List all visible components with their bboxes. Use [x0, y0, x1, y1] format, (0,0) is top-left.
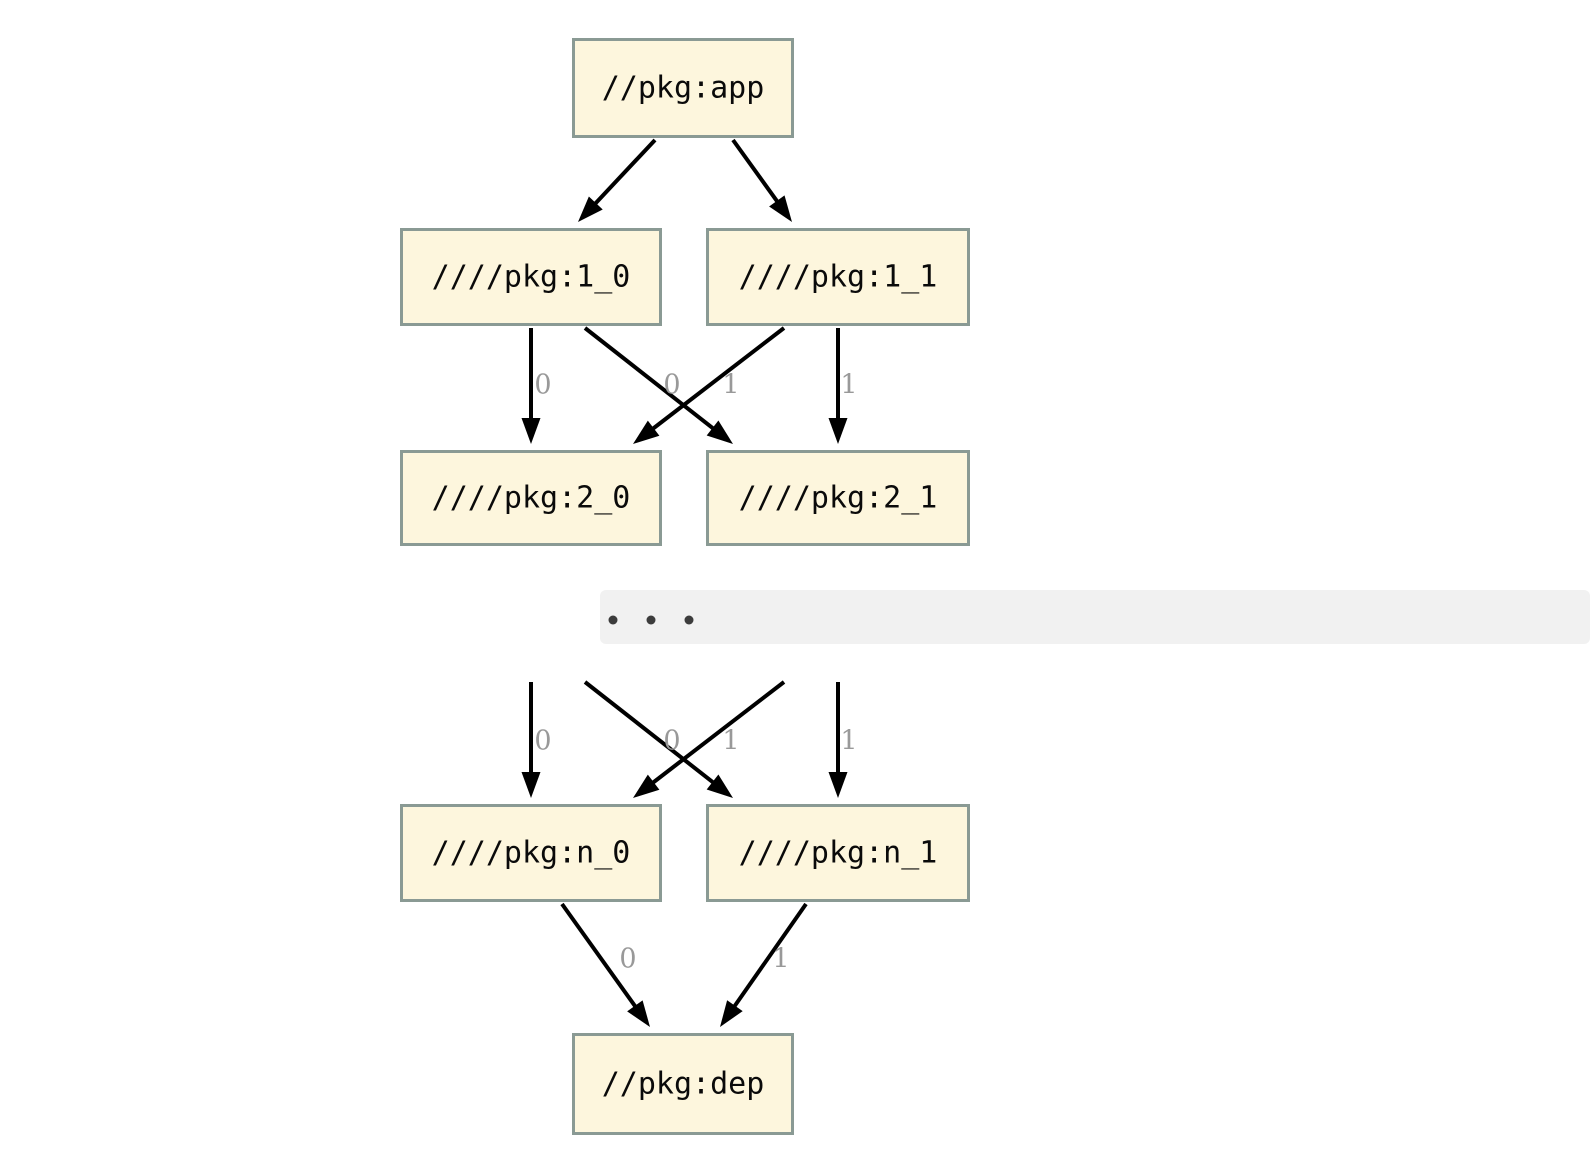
graph-edge: 1	[828, 328, 858, 444]
edge-shaft	[592, 138, 657, 207]
graph-node-dep[interactable]: //pkg:dep	[572, 1033, 794, 1135]
node-label: ////pkg:1_0	[432, 260, 631, 295]
edge-arrowhead	[720, 1000, 743, 1027]
node-box[interactable]	[572, 1033, 794, 1135]
node-box[interactable]	[706, 228, 970, 326]
edge-shaft	[583, 326, 717, 432]
node-label: ////pkg:2_0	[432, 481, 631, 516]
graph-node-l2_1[interactable]: ////pkg:2_1	[706, 450, 970, 546]
edge-shaft	[731, 138, 781, 205]
graph-node-l1_0[interactable]: ////pkg:1_0	[400, 228, 662, 326]
edge-arrowhead	[521, 772, 541, 798]
edge-arrowhead	[521, 418, 541, 444]
graph-edge: 1	[828, 682, 858, 798]
edge-shaft	[731, 902, 808, 1010]
edge-shaft	[650, 326, 786, 432]
node-label: ////pkg:1_1	[739, 260, 938, 295]
edge-label: 1	[722, 370, 739, 401]
edge-arrowhead	[706, 774, 733, 798]
node-box[interactable]	[706, 450, 970, 546]
graph-node-l2_0[interactable]: ////pkg:2_0	[400, 450, 662, 546]
graph-node-l1_1[interactable]: ////pkg:1_1	[706, 228, 970, 326]
node-label: ////pkg:n_0	[432, 836, 631, 871]
graph-node-app[interactable]: //pkg:app	[572, 38, 794, 138]
node-label: //pkg:app	[602, 71, 765, 106]
node-box[interactable]	[400, 450, 662, 546]
node-box[interactable]	[400, 228, 662, 326]
graph-edge: 0	[633, 326, 786, 444]
edge-arrowhead	[633, 774, 660, 798]
edge-shaft	[560, 902, 639, 1010]
edge-shaft	[650, 680, 786, 786]
ellipsis-dot	[684, 615, 694, 625]
edge-label: 0	[534, 726, 551, 757]
edge-label: 1	[772, 944, 789, 975]
edge-label: 1	[840, 726, 857, 757]
graph-edge: 0	[633, 680, 786, 798]
edge-label: 0	[663, 726, 680, 757]
node-box[interactable]	[572, 38, 794, 138]
ellipsis-dot	[646, 615, 656, 625]
graph-edge: 1	[583, 680, 740, 798]
edge-arrowhead	[633, 420, 660, 444]
edge-label: 1	[840, 370, 857, 401]
node-box[interactable]	[706, 804, 970, 902]
graph-node-ln_0[interactable]: ////pkg:n_0	[400, 804, 662, 902]
graph-edge: 0	[521, 682, 552, 798]
node-label: ////pkg:n_1	[739, 836, 938, 871]
edge-arrowhead	[627, 1000, 650, 1027]
node-label: ////pkg:2_1	[739, 481, 938, 516]
edge-arrowhead	[828, 772, 848, 798]
node-label: //pkg:dep	[602, 1067, 765, 1102]
edge-label: 1	[722, 726, 739, 757]
edge-arrowhead	[706, 420, 733, 444]
graph-edge: 0	[521, 328, 552, 444]
ellipsis-dot	[608, 615, 618, 625]
graph-edge: 1	[583, 326, 740, 444]
edge-label: 0	[663, 370, 680, 401]
edge-arrowhead	[769, 195, 792, 222]
ellipsis-separator-band	[600, 590, 1590, 644]
graph-edge	[731, 138, 792, 222]
node-box[interactable]	[400, 804, 662, 902]
edge-arrowhead	[828, 418, 848, 444]
edge-label: 0	[619, 944, 636, 975]
graph-node-ln_1[interactable]: ////pkg:n_1	[706, 804, 970, 902]
edge-shaft	[583, 680, 717, 786]
graph-edge	[578, 138, 657, 222]
graph-edge: 1	[720, 902, 808, 1027]
graph-edge: 0	[560, 902, 650, 1027]
edge-label: 0	[534, 370, 551, 401]
edge-arrowhead	[578, 196, 603, 222]
